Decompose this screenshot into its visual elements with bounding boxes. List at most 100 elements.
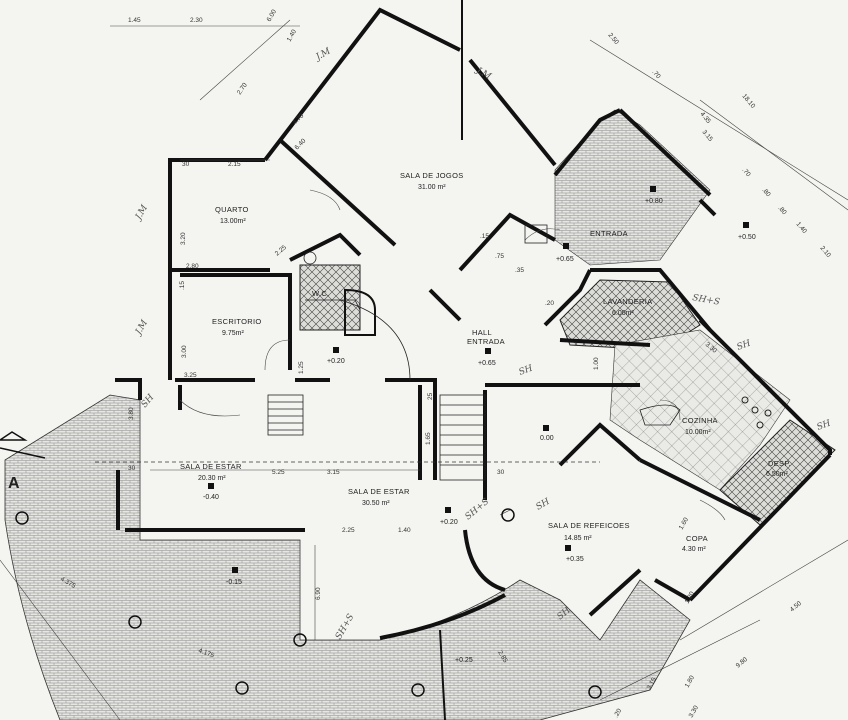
note-8: SH (816, 419, 833, 433)
note-12: SH+S (334, 612, 357, 641)
dim-quarto-2: 2.15 (228, 161, 241, 168)
area-escritorio: 9.75m² (222, 330, 244, 337)
level-terrace: -0.15 (226, 579, 242, 586)
note-6: SH (518, 364, 535, 378)
room-wc: W.C. (312, 289, 329, 298)
level-hall: +0.65 (478, 360, 496, 367)
dim-quarto-1: 30 (182, 161, 190, 168)
dim-br-5: 3.30 (688, 704, 701, 719)
area-lavanderia: 6.00m² (612, 310, 634, 317)
area-quarto: 13.00m² (220, 218, 246, 225)
fixtures (303, 224, 772, 429)
room-hall-2: ENTRADA (467, 337, 505, 346)
dim-top-2: 2.30 (190, 17, 203, 24)
area-sala-refeicoes: 14.85 m² (564, 535, 592, 542)
lavanderia-tile (559, 279, 701, 351)
dim-estar-7: 1.40 (398, 527, 411, 534)
note-11: SH (535, 497, 552, 513)
note-5: SH (140, 393, 157, 410)
level-bottom: +0.25 (455, 657, 473, 664)
room-cozinha: COZINHA (682, 416, 718, 425)
dim-right-2: .70 (650, 69, 661, 81)
dim-right-9: 1.40 (794, 221, 808, 235)
room-sala-estar-1: SALA DE ESTAR (180, 462, 242, 471)
level-escritorio-door: +0.20 (327, 358, 345, 365)
cozinha-floor (609, 329, 791, 491)
dim-br-2: 9.80 (735, 656, 749, 670)
level-estar-center: +0.20 (440, 519, 458, 526)
note-4: J.M (133, 318, 151, 338)
entrada-paving (554, 109, 711, 266)
wc-tile (299, 264, 361, 331)
dim-br-8: 1.60 (678, 516, 691, 531)
dim-right-1: 2.50 (606, 32, 620, 46)
section-label: A (8, 475, 20, 492)
level-ext-right: +0.50 (738, 234, 756, 241)
dim-right-5: 3.15 (700, 129, 714, 143)
terrace-paving (4, 394, 691, 720)
room-quarto: QUARTO (215, 205, 249, 214)
dim-top-5: 2.70 (236, 81, 249, 96)
dim-quarto-5: .15 (179, 281, 186, 290)
room-sala-estar-2: SALA DE ESTAR (348, 487, 410, 496)
dim-estar-5: 2.25 (342, 527, 355, 534)
level-markers (208, 186, 749, 573)
dim-estar-6: 6.90 (315, 587, 322, 600)
room-copa: COPA (686, 534, 708, 543)
dim-stair-6: .35 (515, 267, 524, 274)
dim-right-3: 4.35 (698, 111, 712, 125)
note-7: SH (736, 339, 753, 353)
dim-top-4: 1.40 (286, 28, 299, 43)
dim-right-8: .80 (776, 205, 787, 217)
dim-br-1: 4.50 (789, 600, 803, 614)
door-swings (179, 189, 726, 521)
dim-stair-7: .20 (545, 300, 554, 307)
area-cozinha: 10.00m² (685, 429, 711, 436)
dim-stair-3: 30 (497, 469, 505, 476)
area-copa: 4.30 m² (682, 546, 706, 553)
room-entrada: ENTRADA (590, 229, 628, 238)
dim-right-7: .80 (760, 187, 771, 199)
room-hall: HALL (472, 328, 492, 337)
note-1: J.M (313, 46, 333, 64)
room-lavanderia: LAVANDERIA (603, 297, 652, 306)
room-sala-jogos: SALA DE JOGOS (400, 171, 464, 180)
section-marker-a: A (0, 431, 46, 492)
note-9: SH+S (691, 293, 720, 308)
dim-right-6: .70 (740, 167, 751, 179)
dim-escr-3: 1.25 (298, 361, 305, 374)
dim-estar-3: 5.25 (272, 469, 285, 476)
level-sala-estar-1: -0.40 (203, 494, 219, 501)
dim-right-11: 1.00 (593, 357, 600, 370)
area-sala-jogos: 31.00 m² (418, 184, 446, 191)
room-sala-refeicoes: SALA DE REFEICOES (548, 521, 630, 530)
dim-top-6: 4.70 (291, 112, 305, 126)
walls (115, 7, 832, 640)
dim-estar-2: 30 (128, 465, 136, 472)
note-10: SH+S (464, 497, 492, 522)
dim-stair-5: .75 (495, 253, 504, 260)
dim-escr-1: 3.00 (181, 345, 188, 358)
dim-stair-1: 1.65 (425, 432, 432, 445)
dim-top-3: 6.00 (266, 8, 279, 23)
dim-top-1: 1.45 (128, 17, 141, 24)
dim-quarto-4: 2.80 (186, 263, 199, 270)
area-desp: 6.50m² (766, 471, 788, 478)
dim-stair-2: 25 (427, 392, 434, 400)
dim-br-4: 1.80 (684, 674, 697, 689)
terrace-columns (15, 508, 602, 699)
dim-estar-4: 3.15 (327, 469, 340, 476)
area-sala-estar-1: 20.30 m² (198, 475, 226, 482)
room-desp: DESP. (768, 459, 791, 468)
dim-top-7: 6.40 (293, 137, 307, 151)
dim-br-6: .20 (613, 707, 624, 719)
dim-escr-2: 3.25 (184, 372, 197, 379)
section-lines (95, 0, 600, 720)
stairs (267, 299, 486, 481)
note-3: J.M (133, 203, 151, 223)
level-sala-refeicoes: +0.35 (566, 556, 584, 563)
room-escritorio: ESCRITORIO (212, 317, 262, 326)
dim-right-10: 2.10 (818, 245, 832, 259)
area-sala-estar-2: 30.50 m² (362, 500, 390, 507)
